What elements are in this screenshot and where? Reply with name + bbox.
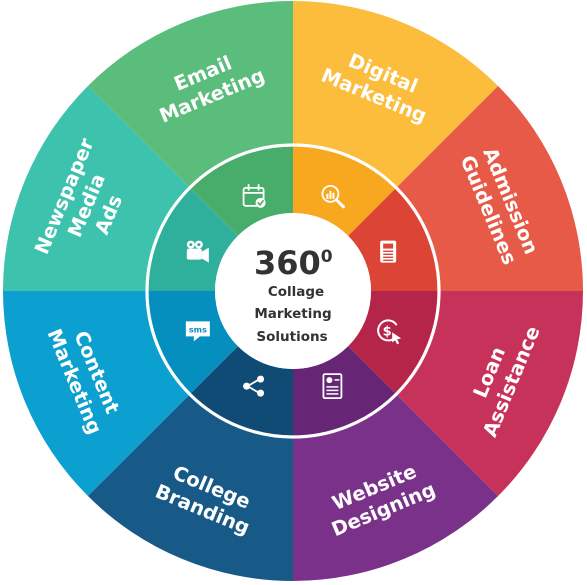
center-circle xyxy=(215,213,371,369)
center-number-main: 360 xyxy=(254,244,321,282)
segment-outer-admission xyxy=(396,85,583,292)
icon-layer: $ sms xyxy=(185,183,402,400)
center-line-3: Solutions xyxy=(256,329,327,345)
share-icon xyxy=(243,375,265,397)
sms-bubble-icon: sms xyxy=(185,321,210,342)
segment-outer-newspaper xyxy=(3,85,190,292)
segment-outer-digital xyxy=(293,1,499,188)
segment-outer-website xyxy=(293,394,499,581)
svg-text:$: $ xyxy=(383,324,392,339)
center-line-1: Collage xyxy=(268,284,324,300)
inner-ring xyxy=(145,143,441,439)
segment-outer-content xyxy=(3,291,190,497)
segment-outer-email xyxy=(87,1,294,188)
segment-outer-branding xyxy=(87,394,294,581)
ring-layer xyxy=(145,143,441,439)
center-number: 3600 xyxy=(254,244,333,282)
center-number-superscript: 0 xyxy=(321,247,333,267)
video-camera-icon xyxy=(186,240,209,263)
calendar-check-icon xyxy=(242,183,266,208)
document-icon xyxy=(380,240,397,263)
magnifier-chart-icon xyxy=(321,184,345,209)
segment-outer-loan xyxy=(396,291,583,497)
svg-text:sms: sms xyxy=(189,325,207,334)
dollar-cursor-icon: $ xyxy=(377,319,402,345)
center-hub: 3600 Collage Marketing Solutions xyxy=(215,213,371,369)
center-line-2: Marketing xyxy=(254,306,331,322)
web-page-icon xyxy=(322,373,343,400)
